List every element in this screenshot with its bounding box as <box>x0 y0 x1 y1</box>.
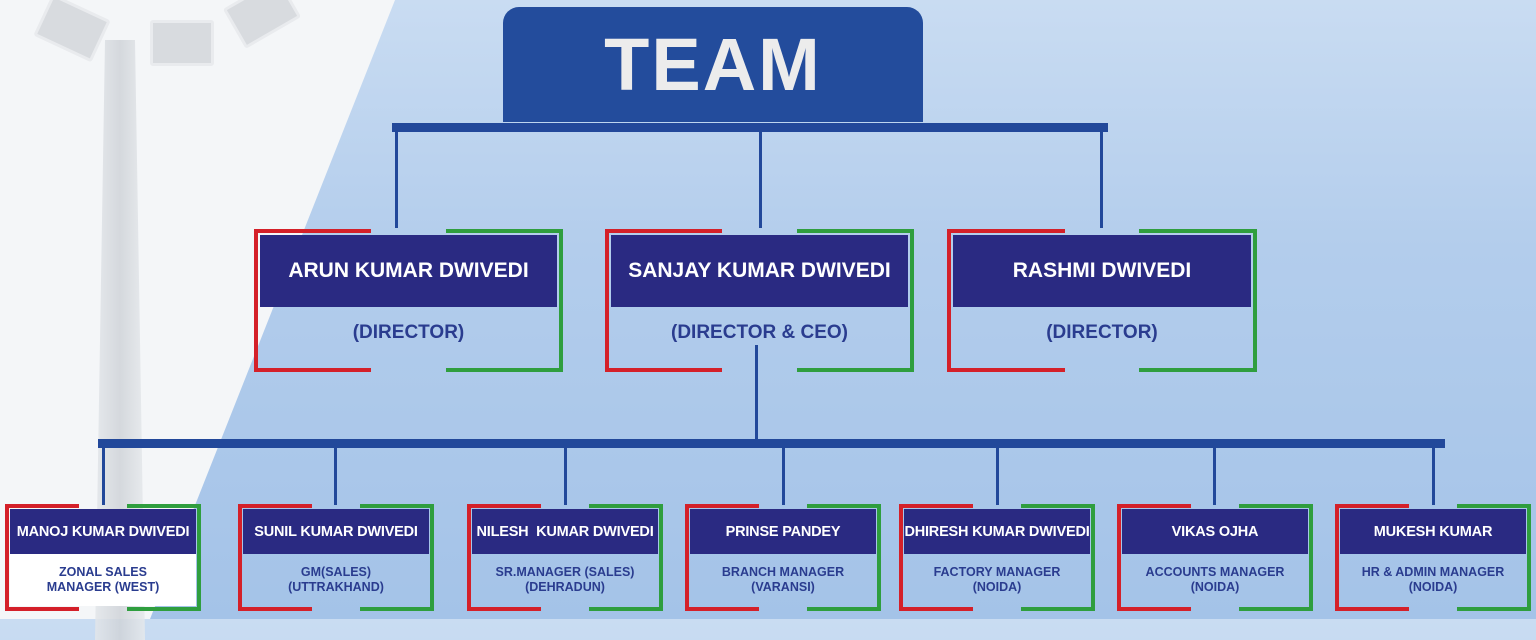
director-name: ARUN KUMAR DWIVEDI <box>260 235 557 307</box>
staff-card: PRINSE PANDEY BRANCH MANAGER(VARANSI) <box>685 504 881 611</box>
connector-line <box>755 345 758 440</box>
director-role: (DIRECTOR) <box>352 321 465 343</box>
connector-line <box>395 131 398 228</box>
connector-line <box>564 447 567 505</box>
connector-line <box>102 447 105 505</box>
staff-role: FACTORY MANAGER(NOIDA) <box>933 565 1061 594</box>
connector-line <box>1213 447 1216 505</box>
staff-card: SUNIL KUMAR DWIVEDI GM(SALES)(UTTRAKHAND… <box>238 504 434 611</box>
staff-name: MANOJ KUMAR DWIVEDI <box>10 509 196 554</box>
connector-line <box>782 447 785 505</box>
director-card: RASHMI DWIVEDI (DIRECTOR) <box>947 229 1257 372</box>
director-card: SANJAY KUMAR DWIVEDI (DIRECTOR & CEO) <box>605 229 914 372</box>
connector-line <box>334 447 337 505</box>
staff-name: MUKESH KUMAR <box>1340 509 1526 554</box>
staff-card: VIKAS OJHA ACCOUNTS MANAGER(NOIDA) <box>1117 504 1313 611</box>
director-role: (DIRECTOR) <box>1046 321 1158 343</box>
staff-name: DHIRESH KUMAR DWIVEDI <box>904 509 1090 554</box>
staff-name: VIKAS OJHA <box>1122 509 1308 554</box>
director-role: (DIRECTOR & CEO) <box>671 321 848 343</box>
staff-name: PRINSE PANDEY <box>690 509 876 554</box>
director-name: RASHMI DWIVEDI <box>953 235 1251 307</box>
connector-line <box>996 447 999 505</box>
connector-line <box>1100 131 1103 228</box>
director-card: ARUN KUMAR DWIVEDI (DIRECTOR) <box>254 229 563 372</box>
staff-name: NILESH KUMAR DWIVEDI <box>472 509 658 554</box>
page-title: TEAM <box>604 23 822 106</box>
staff-role: HR & ADMIN MANAGER(NOIDA) <box>1361 565 1505 594</box>
flood-lamp-icon <box>150 20 214 66</box>
staff-role: SR.MANAGER (SALES)(DEHRADUN) <box>495 565 635 594</box>
connector-line <box>1432 447 1435 505</box>
director-name: SANJAY KUMAR DWIVEDI <box>611 235 908 307</box>
top-connector-bar <box>392 123 1108 132</box>
staff-card: NILESH KUMAR DWIVEDI SR.MANAGER (SALES)(… <box>467 504 663 611</box>
team-header: TEAM <box>503 7 923 122</box>
bottom-connector-bar <box>98 439 1445 448</box>
staff-role: GM(SALES)(UTTRAKHAND) <box>288 565 384 594</box>
connector-line <box>759 131 762 228</box>
staff-card: DHIRESH KUMAR DWIVEDI FACTORY MANAGER(NO… <box>899 504 1095 611</box>
staff-role: BRANCH MANAGER(VARANSI) <box>721 565 845 594</box>
staff-role: ACCOUNTS MANAGER(NOIDA) <box>1145 565 1285 594</box>
staff-name: SUNIL KUMAR DWIVEDI <box>243 509 429 554</box>
staff-card: MUKESH KUMAR HR & ADMIN MANAGER(NOIDA) <box>1335 504 1531 611</box>
